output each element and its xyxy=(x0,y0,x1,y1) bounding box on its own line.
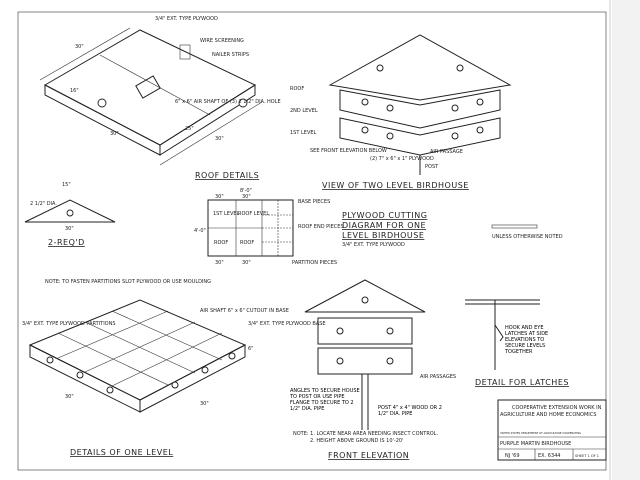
label: WIRE SCREENING xyxy=(200,38,244,44)
label: SEE FRONT ELEVATION BELOW xyxy=(310,148,387,154)
dim: 4'-0" xyxy=(194,228,206,234)
scale-bar: UNLESS OTHERWISE NOTED xyxy=(491,224,563,240)
label: ANGLES TO SECURE HOUSE TO POST OR USE PI… xyxy=(290,388,360,412)
label: NOTE: TO FASTEN PARTITIONS SLOT PLYWOOD … xyxy=(45,279,211,285)
dim: 30" xyxy=(200,401,209,407)
dim: 8'-0" xyxy=(240,188,252,194)
label: ROOF xyxy=(290,86,304,92)
roof-details: 3/4" EXT. TYPE PLYWOOD WIRE SCREENING NA… xyxy=(39,16,281,180)
title-block: COOPERATIVE EXTENSION WORK IN AGRICULTUR… xyxy=(497,399,607,461)
dim: 30" xyxy=(65,226,74,232)
label: BASE PIECES xyxy=(298,199,330,205)
org-line: AGRICULTURE AND HOME ECONOMICS xyxy=(500,412,596,418)
dim: 30" xyxy=(110,131,119,137)
label: 6" x 6" AIR SHAFT OF (3) 2 1/2" DIA. HOL… xyxy=(175,99,281,105)
two-level-view: ROOF 2ND LEVEL 1ST LEVEL SEE FRONT ELEVA… xyxy=(290,34,512,190)
plywood-cutting-diagram: 1ST LEVEL ROOF LEVEL ROOF ROOF BASE PIEC… xyxy=(194,188,427,266)
dim: 25" xyxy=(185,126,194,132)
label: (2) 7" x 6" x 1" PLYWOOD xyxy=(370,156,434,162)
dim: 30" xyxy=(75,44,84,50)
roof-end-piece: 15" 2 1/2" DIA. 30" 2-REQ'D xyxy=(24,182,116,247)
label: PARTITION PIECES xyxy=(292,260,337,266)
piece-label: 1ST LEVEL xyxy=(213,211,240,217)
dim: 30" xyxy=(65,394,74,400)
dim: 6" xyxy=(248,346,253,352)
section-title: VIEW OF TWO LEVEL BIRDHOUSE xyxy=(322,181,469,190)
page-margin xyxy=(612,0,640,480)
label: POST xyxy=(425,164,439,170)
dim: 30" xyxy=(215,136,224,142)
latch-detail: HOOK AND EYE LATCHES AT SIDE ELEVATIONS … xyxy=(465,299,569,387)
label: HOOK AND EYE LATCHES AT SIDE ELEVATIONS … xyxy=(505,325,549,355)
one-level-details: NOTE: TO FASTEN PARTITIONS SLOT PLYWOOD … xyxy=(22,279,326,457)
label: ROOF END PIECES xyxy=(298,224,344,230)
label: AIR PASSAGE xyxy=(430,149,463,155)
note: NOTE: 1. LOCATE NEAR AREA NEEDING INSECT… xyxy=(293,431,439,437)
drawing-number: EX. 6344 xyxy=(538,453,561,459)
dim: 30" xyxy=(215,260,224,266)
dim: 30" xyxy=(242,260,251,266)
dim: 2 1/2" DIA. xyxy=(30,201,57,207)
piece-label: ROOF LEVEL xyxy=(238,211,269,217)
scale-note: UNLESS OTHERWISE NOTED xyxy=(492,234,563,240)
label: 2ND LEVEL xyxy=(290,108,318,114)
drawing-title: PURPLE MARTIN BIRDHOUSE xyxy=(500,441,571,447)
section-title: PLYWOOD CUTTING xyxy=(342,211,427,220)
label: 3/4" EXT. TYPE PLYWOOD xyxy=(155,16,218,22)
section-title: DETAILS OF ONE LEVEL xyxy=(70,448,173,457)
piece-label: ROOF xyxy=(240,240,254,246)
piece-label: ROOF xyxy=(214,240,228,246)
section-title: LEVEL BIRDHOUSE xyxy=(342,231,424,240)
section-title: 2-REQ'D xyxy=(48,238,85,247)
note: 2. HEIGHT ABOVE GROUND IS 10'-20' xyxy=(310,438,403,444)
label: NAILER STRIPS xyxy=(212,52,249,58)
dim: 15" xyxy=(62,182,71,188)
section-title: DIAGRAM FOR ONE xyxy=(342,221,426,230)
label: 3/4" EXT. TYPE PLYWOOD PARTITIONS xyxy=(22,321,116,327)
label: 3/4" EXT. TYPE PLYWOOD BASE xyxy=(248,321,326,327)
label: POST 4" x 4" WOOD OR 2 1/2" DIA. PIPE xyxy=(378,405,442,417)
dim: 16" xyxy=(70,88,79,94)
section-title: DETAIL FOR LATCHES xyxy=(475,378,569,387)
label: 3/4" EXT. TYPE PLYWOOD xyxy=(342,242,405,248)
label: 1ST LEVEL xyxy=(290,130,317,136)
sheet-number: SHEET 1 OF 1 xyxy=(575,454,599,458)
section-title: FRONT ELEVATION xyxy=(328,451,409,460)
org-line: UNITED STATES DEPARTMENT OF AGRICULTURE … xyxy=(500,431,581,435)
state-code: NJ '69 xyxy=(505,453,520,459)
dim: 30" xyxy=(215,194,224,200)
section-title: ROOF DETAILS xyxy=(195,171,259,180)
front-elevation: AIR PASSAGES ANGLES TO SECURE HOUSE TO P… xyxy=(290,279,456,460)
label: AIR SHAFT 6" x 6" CUTOUT IN BASE xyxy=(200,308,289,314)
org-line: COOPERATIVE EXTENSION WORK IN xyxy=(512,405,602,411)
label: AIR PASSAGES xyxy=(420,374,456,380)
dim: 30" xyxy=(242,194,251,200)
